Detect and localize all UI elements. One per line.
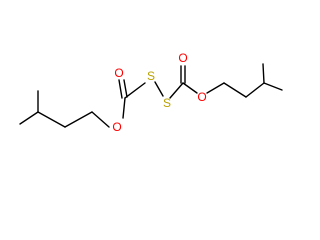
bond	[124, 82, 146, 99]
bond	[263, 82, 283, 91]
sulfur-atom-label: S	[163, 96, 171, 110]
bond	[154, 81, 164, 97]
oxygen-atom-label: O	[178, 51, 187, 65]
left-isoamyl-chain	[19, 90, 110, 128]
oxygen-atom-label: O	[112, 120, 121, 134]
bond	[206, 82, 225, 94]
left-carbonyl-group	[118, 79, 146, 119]
bond	[245, 82, 265, 98]
bond	[19, 111, 39, 125]
bond	[182, 82, 198, 94]
bond	[223, 82, 247, 98]
chemical-structure: O O S S O O	[19, 51, 283, 134]
oxygen-atom-label: O	[197, 90, 206, 104]
bond	[122, 97, 126, 119]
right-carbonyl-group	[169, 65, 198, 99]
bond	[169, 82, 184, 99]
bond	[118, 79, 123, 99]
bond	[91, 111, 110, 128]
oxygen-atom-label: O	[114, 66, 123, 80]
bond	[262, 63, 265, 84]
bond	[37, 111, 66, 128]
right-isoamyl-chain	[206, 63, 283, 98]
bond	[64, 111, 93, 128]
sulfur-atom-label: S	[147, 69, 155, 83]
disulfide-bridge	[154, 81, 164, 97]
bond	[123, 79, 128, 98]
